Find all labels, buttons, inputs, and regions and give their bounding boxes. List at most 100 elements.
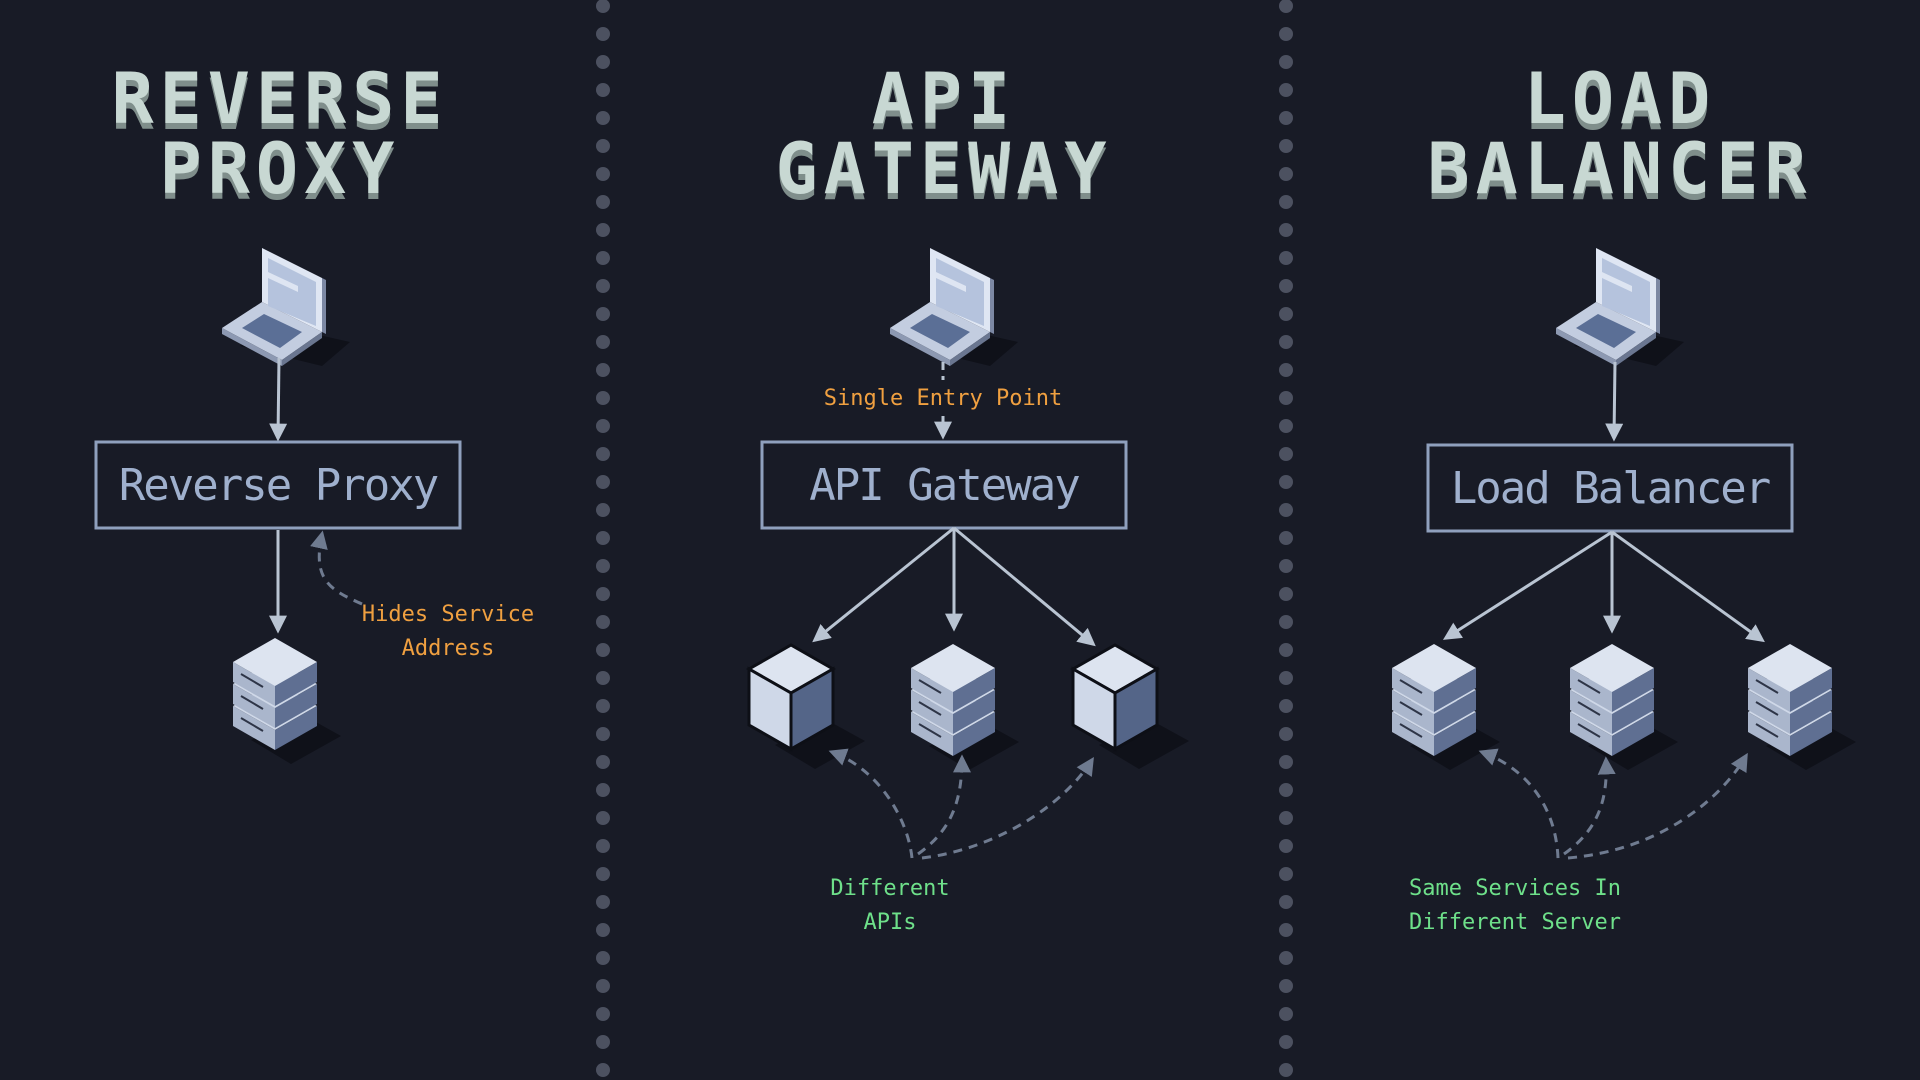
divider-dot [596,223,610,237]
divider-dot [1279,839,1293,853]
api-gateway-box-frame [760,440,1128,530]
dashed-arrow-api-3 [921,756,1094,860]
different-apis-note-line-2: APIs [863,910,917,935]
divider-dot [1279,223,1293,237]
reverse-proxy-box: Reverse Proxy [118,459,439,511]
divider-dot [1279,671,1293,685]
divider-dot [596,615,610,629]
arrow-client-to-balancer [1605,361,1624,442]
divider-dot [596,363,610,377]
load-balancer-title-line-2: BALANCER [1427,128,1813,210]
divider-dot [1279,447,1293,461]
divider-dot [596,139,610,153]
arrow-gateway-to-api-3 [953,526,1096,647]
arrow-client-to-proxy [269,357,288,442]
divider-dot [596,27,610,41]
hides-service-note: Hides Service Address [360,598,536,666]
divider-dot [596,727,610,741]
divider-dot [596,559,610,573]
divider-dot [1279,1007,1293,1021]
hides-service-note-line-1: Hides Service [361,602,535,627]
divider-dot [1279,867,1293,881]
arrow-balancer-to-server-3 [1611,530,1765,643]
divider-dot [596,923,610,937]
divider-dot [1279,979,1293,993]
laptop-icon [890,248,1018,366]
divider-dot [1279,755,1293,769]
divider-dot [596,1007,610,1021]
hides-service-note-line-2: Address [401,636,495,661]
divider-dot [1279,279,1293,293]
divider-dot [596,951,610,965]
divider-dot [596,503,610,517]
dashed-arrow-api-2 [917,754,971,856]
divider-dot [1279,475,1293,489]
divider-dot [596,475,610,489]
server-icon [910,643,1020,771]
reverse-proxy-title: REVERSE PROXY [0,64,560,204]
single-entry-point-note: Single Entry Point [823,382,1063,416]
server-icon [1569,643,1679,771]
divider-dot [596,83,610,97]
divider-dot [596,811,610,825]
divider-dot [1279,55,1293,69]
same-services-note: Same Services In Different Server [1400,872,1630,940]
divider-dot [596,279,610,293]
different-apis-note-line-1: Different [830,876,950,901]
divider-dot [596,671,610,685]
divider-dot [1279,251,1293,265]
divider-dot [596,1063,610,1077]
arrow-balancer-to-server-1 [1442,530,1613,640]
divider-dot [596,895,610,909]
divider-dot [1279,195,1293,209]
divider-dot [1279,923,1293,937]
different-apis-note: Different APIs [810,872,970,940]
divider-dot [596,307,610,321]
divider-dot [1279,587,1293,601]
divider-dot [596,839,610,853]
cube-icon [1071,643,1191,771]
server-icon [232,637,342,765]
divider-dot [1279,615,1293,629]
laptop-icon [222,248,350,366]
divider-dot [596,55,610,69]
divider-dot [596,979,610,993]
divider-dot [1279,0,1293,13]
load-balancer-box-frame [1426,443,1794,533]
reverse-proxy-title-line-1: REVERSE [111,58,449,140]
cube-icon [747,643,867,771]
divider-dot [1279,559,1293,573]
divider-dot [596,867,610,881]
divider-dot [1279,811,1293,825]
divider-dot [596,447,610,461]
divider-dot [1279,363,1293,377]
dashed-arrow-api-1 [828,748,914,859]
divider-dot [596,699,610,713]
server-icon [1391,643,1501,771]
divider-dot [596,335,610,349]
divider-dot [1279,503,1293,517]
divider-dot [1279,391,1293,405]
divider-dot [596,531,610,545]
divider-dot [1279,167,1293,181]
divider-dot [596,391,610,405]
divider-dot [596,643,610,657]
divider-dot [596,251,610,265]
divider-dot [1279,307,1293,321]
dashed-arrow-server-1 [1478,748,1560,859]
divider-dot [596,755,610,769]
divider-dot [596,783,610,797]
single-entry-point-text: Single Entry Point [823,386,1063,411]
divider-dot [1279,419,1293,433]
api-gateway-title-line-1: API [871,58,1017,140]
divider-dot [1279,83,1293,97]
server-icon [1747,643,1857,771]
divider-dot [1279,783,1293,797]
divider-dot [596,0,610,13]
same-services-note-line-1: Same Services In [1409,876,1621,901]
load-balancer-box: Load Balancer [1450,462,1771,514]
divider-dot [596,111,610,125]
divider-dot [1279,1035,1293,1049]
load-balancer-title: LOAD BALANCER [1340,64,1900,204]
divider-dot [1279,951,1293,965]
